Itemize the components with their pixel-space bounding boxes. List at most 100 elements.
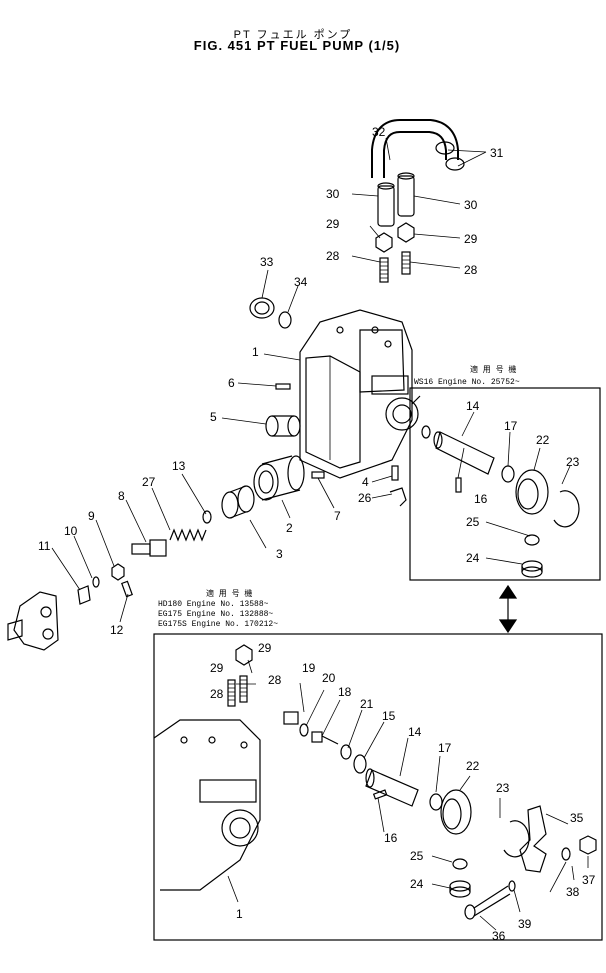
- callout-28-right: 28: [464, 263, 478, 277]
- callouts-main: 32 31 30 30 29 29 28 28 33 34 1 6 5 14 1…: [38, 125, 580, 637]
- lower-part-28-studs: [227, 675, 248, 707]
- callout-16-upper: 16: [474, 492, 488, 506]
- callout-32: 32: [372, 125, 386, 139]
- callouts-lower: 29 29 28 28 19 20 18 21 15 14 17 22 23 3…: [210, 641, 596, 943]
- lower-part-17-washer: [429, 793, 443, 811]
- callout-29-right: 29: [464, 232, 478, 246]
- part-12-pin: [121, 580, 133, 598]
- part-1-pump-housing: [299, 309, 419, 479]
- callout-14-upper: 14: [466, 399, 480, 413]
- callout-31: 31: [490, 146, 504, 160]
- lower-part-15-washer: [353, 754, 367, 774]
- lower-part-38-washer: [561, 847, 571, 861]
- lower-part-39-washer: [508, 880, 516, 892]
- applicability-lower-line-2: EG175 Engine No. 132888~: [158, 610, 273, 619]
- callout-22-upper: 22: [536, 433, 550, 447]
- callout-17-upper: 17: [504, 419, 518, 433]
- callout-3: 3: [276, 547, 283, 561]
- callout-lower-22: 22: [466, 759, 480, 773]
- part-8-plunger: [131, 539, 167, 557]
- callout-lower-38: 38: [566, 885, 580, 899]
- callout-lower-28-left: 28: [210, 687, 224, 701]
- callout-lower-1: 1: [236, 907, 243, 921]
- lower-part-35-lever: [519, 805, 547, 873]
- figure-title: FIG. 451 PT FUEL PUMP (1/5): [193, 38, 401, 53]
- callout-30-left: 30: [326, 187, 340, 201]
- callout-lower-15: 15: [382, 709, 396, 723]
- double-arrow-icon: [498, 584, 518, 634]
- lower-part-36-bolt: [464, 885, 511, 920]
- part-6-pin: [275, 383, 291, 390]
- part-2-bushing: [253, 455, 305, 501]
- callout-lower-21: 21: [360, 697, 374, 711]
- callout-9: 9: [88, 509, 95, 523]
- applicability-lower: 適 用 号 機 HD180 Engine No. 13588~ EG175 En…: [158, 588, 278, 629]
- callout-10: 10: [64, 524, 78, 538]
- callout-lower-28-right: 28: [268, 673, 282, 687]
- part-26-elbow: [389, 487, 407, 507]
- applicability-lower-line-3: EG175S Engine No. 170212~: [158, 620, 278, 629]
- inset-pointer-upper: [411, 395, 421, 405]
- callout-lower-16: 16: [384, 831, 398, 845]
- applicability-lower-heading: 適 用 号 機: [206, 588, 252, 599]
- lower-part-16-pin: [372, 789, 388, 800]
- leader-lines: [51, 137, 589, 931]
- callout-28-left: 28: [326, 249, 340, 263]
- callout-11: 11: [38, 539, 51, 553]
- applicability-upper-heading: 適 用 号 機: [470, 364, 516, 375]
- callout-lower-35: 35: [570, 811, 584, 825]
- lower-part-18-bolt: [311, 731, 339, 745]
- callout-23-upper: 23: [566, 455, 580, 469]
- governor-housing: [7, 591, 59, 651]
- part-30-tubes: [377, 172, 415, 227]
- callout-33: 33: [260, 255, 274, 269]
- part-22-gear: [515, 469, 549, 515]
- lower-part-21-washer: [340, 744, 352, 760]
- part-23-snap-ring: [553, 490, 580, 528]
- callout-2: 2: [286, 521, 293, 535]
- lower-part-23-snap-ring: [503, 820, 530, 858]
- lower-part-24-seal: [449, 880, 471, 898]
- callout-lower-36: 36: [492, 929, 506, 943]
- lower-part-37-nut: [579, 835, 597, 855]
- part-3-cup: [221, 485, 255, 519]
- callout-lower-37: 37: [582, 873, 596, 887]
- callout-lower-14: 14: [408, 725, 422, 739]
- callout-lower-17: 17: [438, 741, 452, 755]
- callout-lower-39: 39: [518, 917, 532, 931]
- part-16-pin: [455, 477, 462, 493]
- part-34-oring: [278, 311, 292, 329]
- callout-1: 1: [252, 345, 259, 359]
- callout-24-upper: 24: [466, 551, 480, 565]
- part-29-nuts: [375, 222, 415, 253]
- inset-box-lower: [153, 633, 603, 941]
- part-25-bushing: [524, 534, 540, 546]
- inset-box-upper: [409, 387, 601, 581]
- part-13-washer: [202, 510, 212, 524]
- callout-lower-20: 20: [322, 671, 336, 685]
- title-japanese: PT フュエル ポンプ: [233, 29, 353, 41]
- callout-lower-29-left: 29: [210, 661, 224, 675]
- callout-26: 26: [358, 491, 372, 505]
- lower-part-22-gear: [440, 789, 472, 835]
- applicability-lower-line-1: HD180 Engine No. 13588~: [158, 600, 269, 609]
- callout-6: 6: [228, 376, 235, 390]
- callout-lower-25: 25: [410, 849, 424, 863]
- callout-lower-19: 19: [302, 661, 316, 675]
- part-28-studs: [379, 251, 411, 283]
- callout-7: 7: [334, 509, 341, 523]
- lower-part-29-nut: [235, 644, 253, 666]
- callout-29-left: 29: [326, 217, 340, 231]
- part-7-bolt: [311, 471, 325, 479]
- applicability-upper: 適 用 号 機 WS16 Engine No. 25752~: [414, 364, 520, 387]
- callout-8: 8: [118, 489, 125, 503]
- part-17-washer: [501, 465, 515, 483]
- lower-part-20-washer: [299, 723, 309, 737]
- callout-4: 4: [362, 475, 369, 489]
- callout-lower-29-right: 29: [258, 641, 272, 655]
- applicability-upper-line: WS16 Engine No. 25752~: [414, 378, 520, 387]
- part-14-shaft: [433, 431, 495, 475]
- callout-lower-24: 24: [410, 877, 424, 891]
- callout-5: 5: [210, 410, 217, 424]
